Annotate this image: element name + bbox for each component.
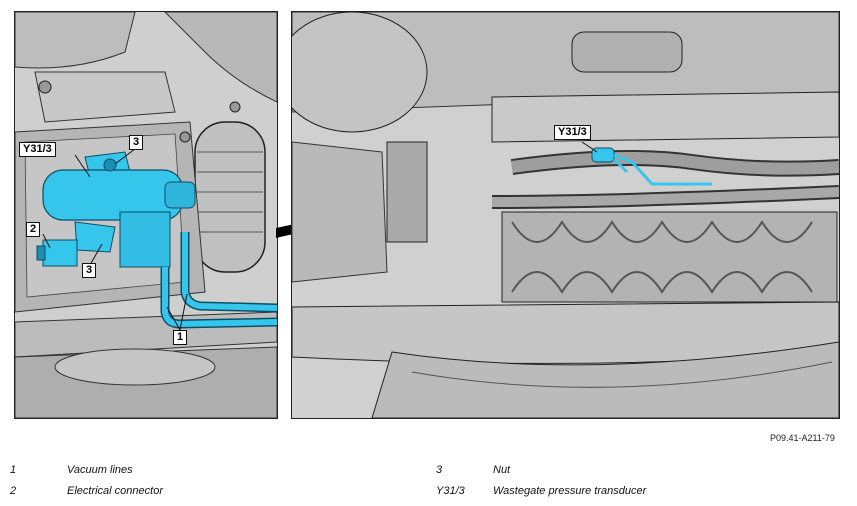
overview-engine-illustration (292, 12, 839, 418)
callout-3-top: 3 (129, 135, 144, 150)
detail-view-panel: Y31/3 3 2 3 1 (14, 11, 278, 419)
wastegate-pressure-transducer (42, 151, 196, 268)
legend-num-1: 1 (10, 464, 17, 476)
legend-num-3: 3 (436, 464, 443, 476)
overview-panel: Y31/3 (291, 11, 840, 419)
legend-text-vacuum-lines: Vacuum lines (67, 464, 133, 476)
legend-num-2: 2 (10, 485, 17, 497)
legend-num-y31-3: Y31/3 (436, 485, 465, 497)
legend-text-wastegate-pressure-transducer: Wastegate pressure transducer (493, 485, 647, 497)
intake-hose (194, 121, 266, 273)
legend-text-nut: Nut (493, 464, 511, 476)
electrical-connector (36, 239, 78, 267)
callout-2: 2 (26, 222, 41, 237)
callout-leaders (42, 148, 188, 331)
callout-y31-3-left: Y31/3 (19, 142, 56, 157)
figure-reference: P09.41-A211-79 (770, 433, 835, 443)
callout-y31-3-right: Y31/3 (554, 125, 591, 140)
callout-3-bottom: 3 (82, 263, 97, 278)
vacuum-lines (160, 232, 277, 329)
callout-1: 1 (173, 330, 188, 345)
detail-engine-illustration (15, 12, 277, 418)
transducer-location (591, 147, 712, 186)
legend-text-electrical-connector: Electrical connector (67, 485, 163, 497)
